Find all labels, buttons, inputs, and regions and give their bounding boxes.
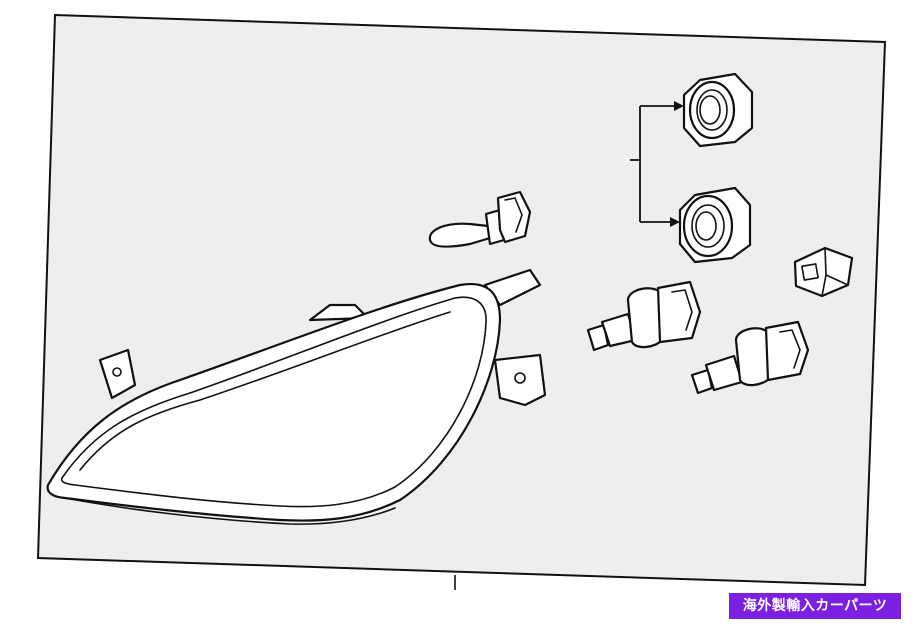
- arrow-icon: [674, 101, 684, 111]
- leader-lines: [630, 101, 684, 227]
- headlamp-housing: [46, 268, 547, 525]
- halogen-bulb: [428, 190, 532, 248]
- wedge-bulb-lower: [690, 320, 810, 395]
- bulb-socket-lower: [678, 186, 752, 264]
- wedge-bulb-upper: [586, 280, 702, 352]
- shop-badge: 海外製輸入カーパーツ: [729, 593, 901, 619]
- small-clip: [793, 246, 854, 298]
- arrow-icon: [670, 217, 680, 227]
- bulb-socket-upper: [682, 72, 754, 148]
